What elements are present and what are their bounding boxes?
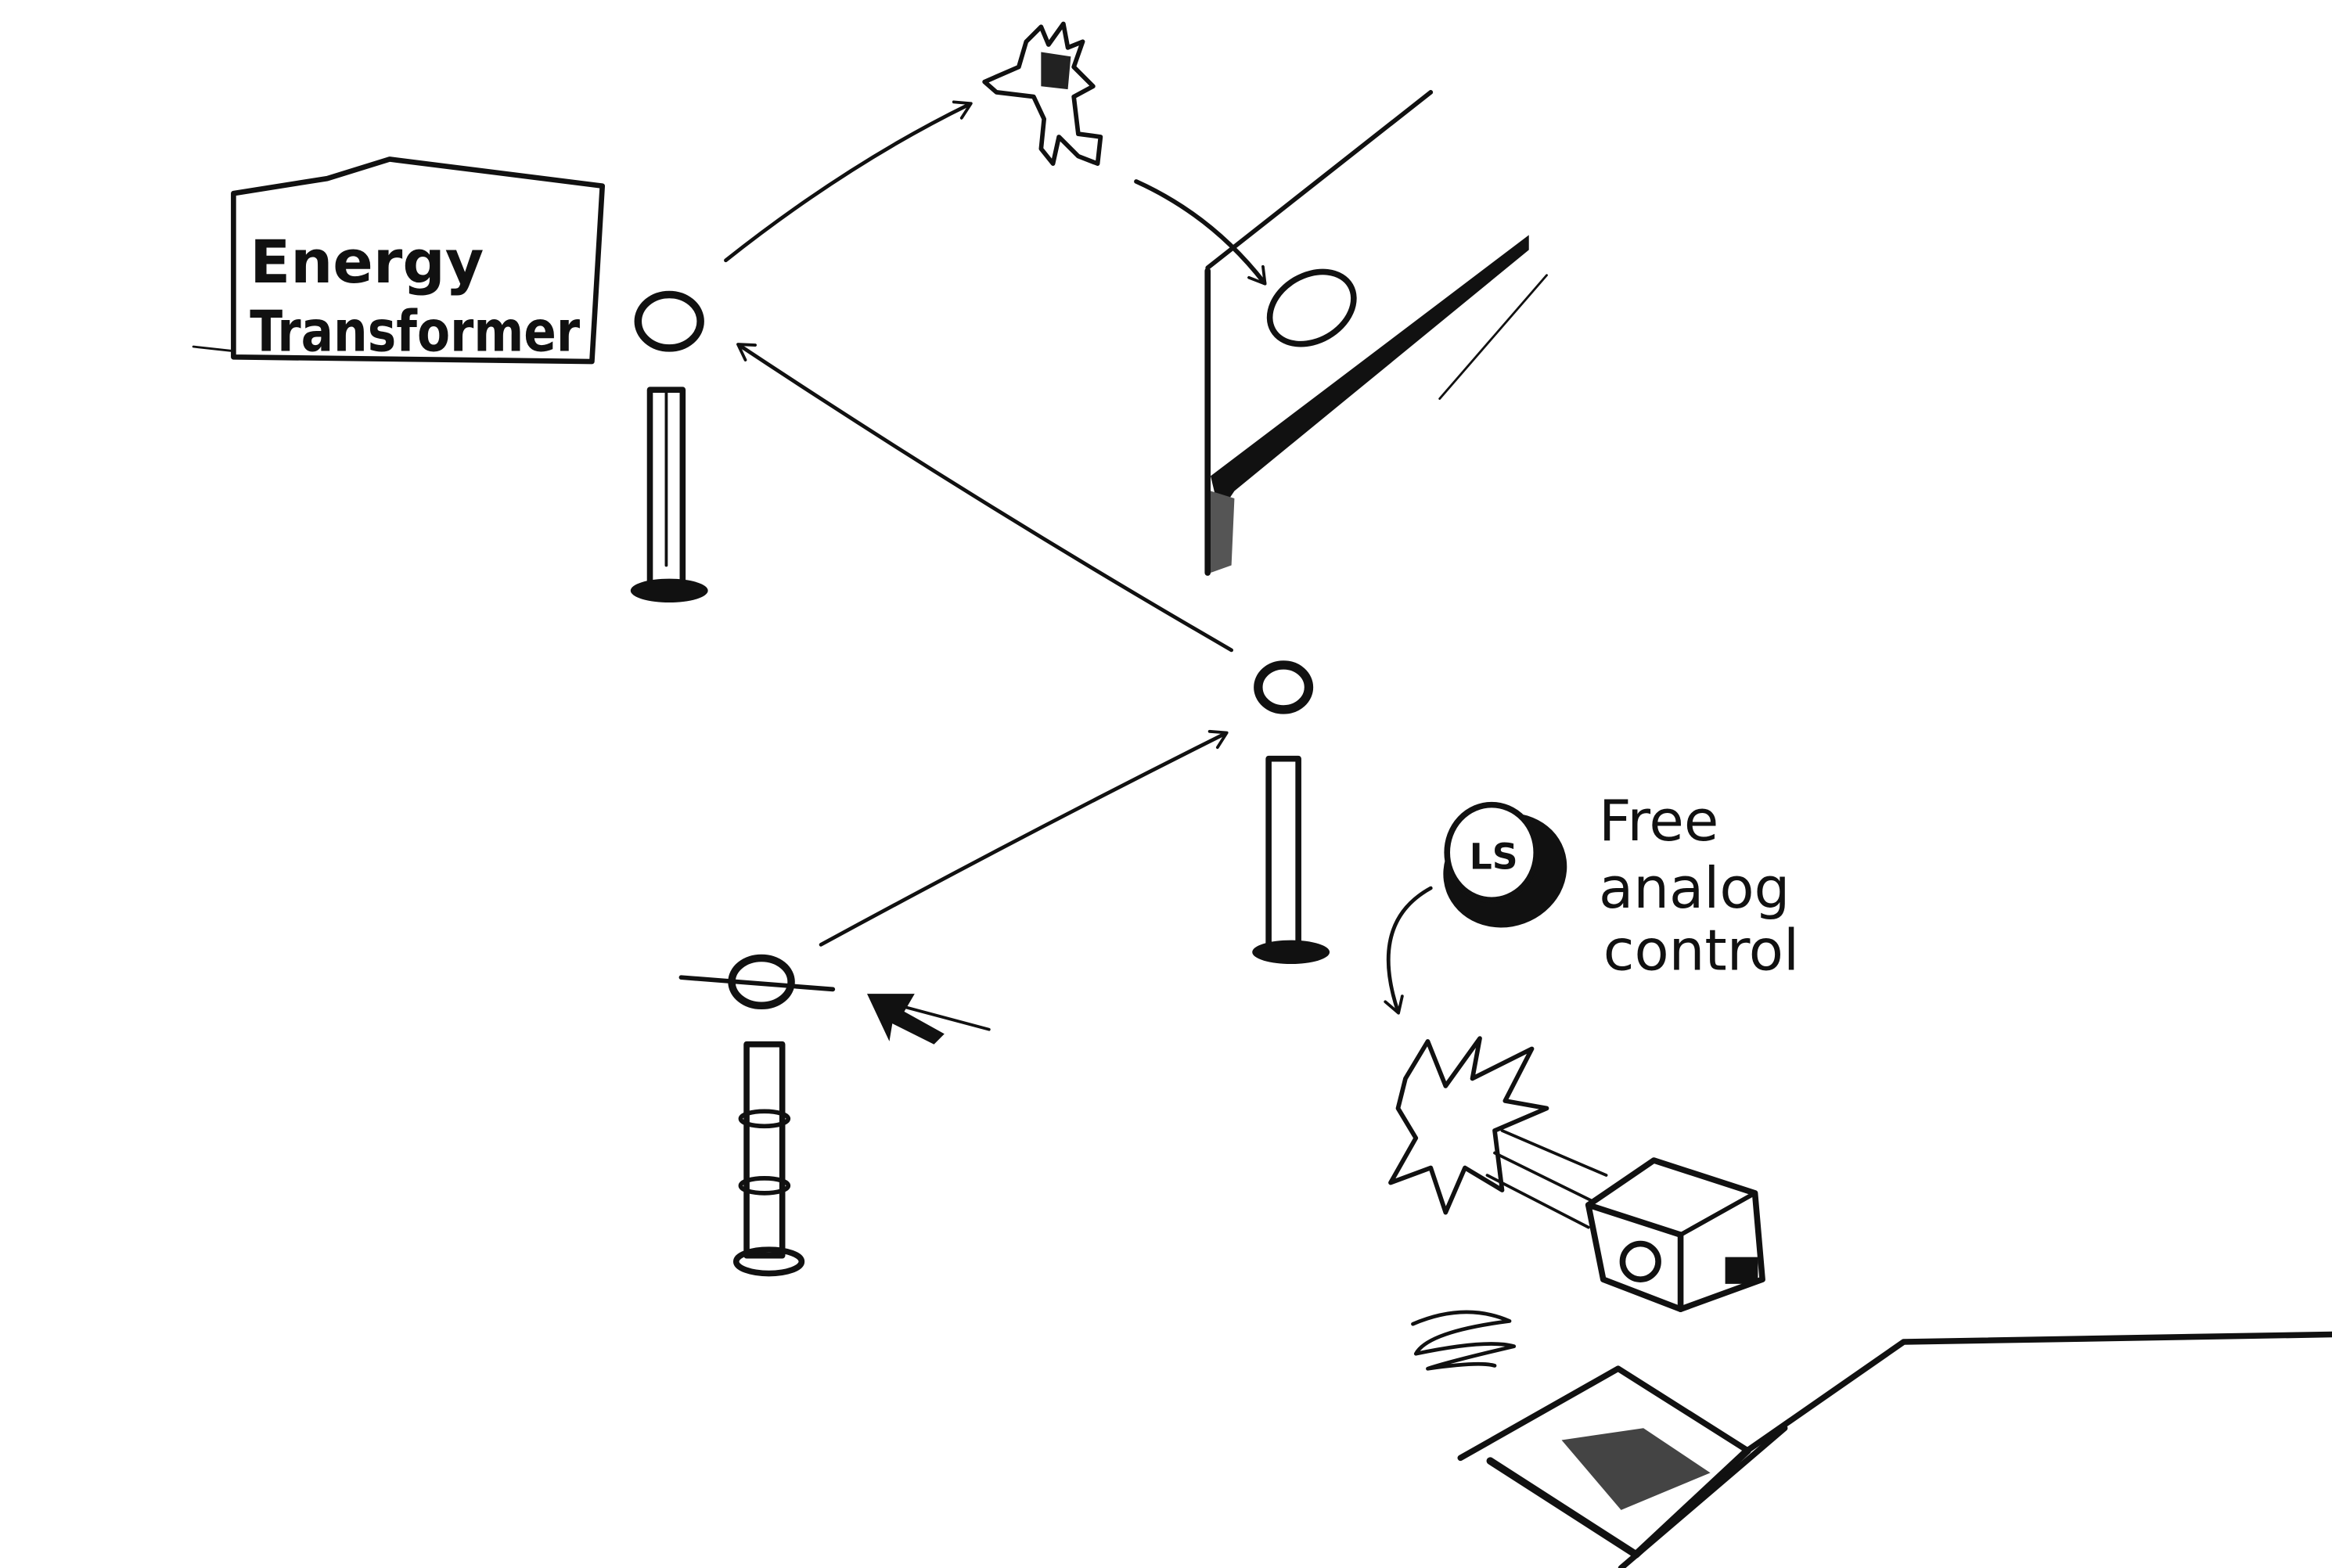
path-arrow-to-character: [724, 100, 973, 263]
wall-with-ring: [1204, 90, 1548, 576]
scribble-mark: [1411, 1310, 1517, 1371]
ring-icon: [634, 290, 704, 352]
pole-bottom-left: [678, 954, 836, 1277]
player-character-icon: [982, 21, 1103, 166]
annotation-line-2: analog: [1599, 856, 1790, 922]
player-direction-arrow: [866, 994, 991, 1045]
pole-base: [1252, 940, 1330, 965]
pole-base: [732, 1246, 805, 1277]
path-arrow-to-pole-2: [819, 729, 1229, 947]
annotation-line-3: control: [1603, 919, 1799, 984]
annotation-line-1: Free: [1599, 789, 1718, 854]
pole-top-left: [630, 290, 708, 603]
explosion-icon: [1388, 1036, 1549, 1215]
floor-platform: [1457, 1331, 2332, 1568]
pole-base: [630, 578, 708, 603]
ring-icon: [1266, 268, 1357, 347]
left-stick-button-icon: LS: [1443, 801, 1567, 928]
ring-icon: [728, 954, 795, 1010]
path-arrow-to-wall-ring: [1134, 179, 1267, 286]
sign-line-1: Energy: [250, 227, 484, 297]
path-arrow-to-pole-1: [736, 343, 1233, 653]
ring-icon: [1254, 660, 1314, 714]
camera-box-icon: [1585, 1157, 1765, 1312]
energy-transformer-sign: Energy Transformer: [192, 156, 606, 365]
button-glyph: LS: [1470, 836, 1518, 877]
pole-center: [1252, 660, 1330, 965]
curved-arrow-to-camera: [1384, 886, 1433, 1015]
sign-line-2: Transformer: [250, 300, 580, 365]
beam-lines: [1485, 1129, 1608, 1229]
